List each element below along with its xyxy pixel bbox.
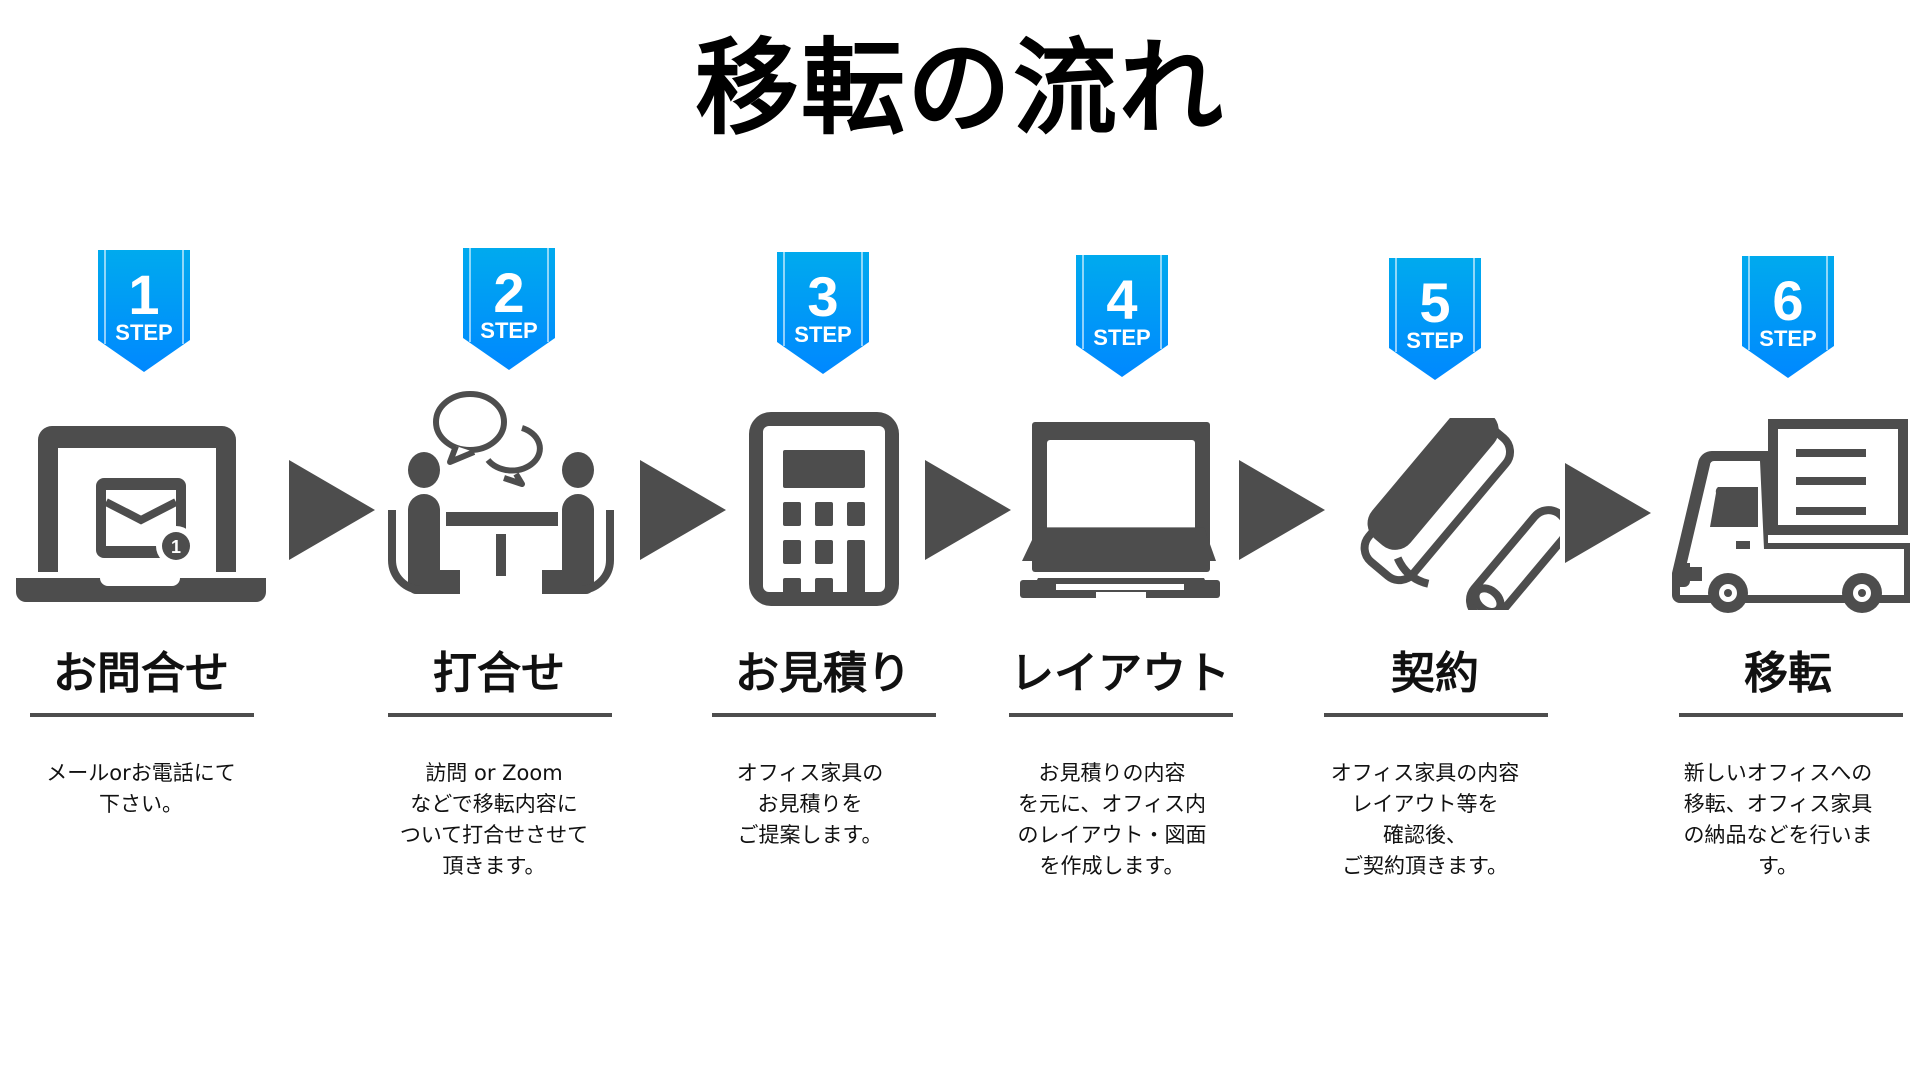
meeting-conversation-icon <box>388 390 618 605</box>
description-line: の納品などを行いま <box>1683 823 1873 847</box>
step-number: 1 <box>128 263 159 326</box>
step-label: STEP <box>115 320 172 345</box>
description-line: などで移転内容に <box>410 792 578 816</box>
divider <box>30 713 254 717</box>
step-number: 6 <box>1772 269 1803 332</box>
right-triangle-arrow-icon <box>289 460 375 560</box>
description-line: 移転、オフィス家具 <box>1683 792 1873 816</box>
page-title: 移転の流れ <box>694 27 1225 149</box>
description-line: 新しいオフィスへの <box>1683 761 1873 785</box>
divider <box>388 713 612 717</box>
svg-text:1: 1 <box>171 537 181 557</box>
description-line: 確認後、 <box>1383 823 1467 847</box>
description-line: レイアウト等を <box>1351 792 1499 816</box>
divider <box>712 713 936 717</box>
description-line: ご提案します。 <box>737 823 883 847</box>
description-line: す。 <box>1758 854 1798 878</box>
step-description: オフィス家具のお見積りをご提案します。 <box>660 758 960 851</box>
description-line: 訪問 or Zoom <box>425 761 563 785</box>
right-triangle-arrow-icon <box>925 460 1011 560</box>
step-heading: お見積り <box>735 648 911 699</box>
laptop-mail-notification-icon: 1 <box>16 418 266 602</box>
right-triangle-arrow-icon <box>1239 460 1325 560</box>
step-number: 2 <box>493 261 524 324</box>
step-heading: 移転 <box>1744 648 1832 699</box>
step-description: メールorお電話にて下さい。 <box>0 758 291 820</box>
step-heading: レイアウト <box>1010 648 1230 699</box>
description-line: のレイアウト・図面 <box>1017 823 1207 847</box>
description-line: ついて打合せさせて <box>399 823 589 847</box>
step-label: STEP <box>480 318 537 343</box>
description-line: お見積りを <box>757 792 863 816</box>
description-line: メールorお電話にて <box>46 761 236 785</box>
delivery-truck-icon <box>1668 415 1913 615</box>
step-label: STEP <box>1759 326 1816 351</box>
description-line: を元に、オフィス内 <box>1018 792 1206 816</box>
step-label: STEP <box>794 322 851 347</box>
divider <box>1324 713 1548 717</box>
calculator-icon <box>745 408 903 610</box>
step-label: STEP <box>1093 325 1150 350</box>
right-triangle-arrow-icon <box>1565 463 1651 563</box>
description-line: 下さい。 <box>99 792 183 816</box>
step-heading: お問合せ <box>53 648 229 699</box>
description-line: ご契約頂きます。 <box>1342 854 1508 878</box>
description-line: 頂きます。 <box>442 854 546 878</box>
divider <box>1679 713 1903 717</box>
step-number: 5 <box>1419 271 1450 334</box>
step-heading: 打合せ <box>433 648 565 699</box>
step-description: 新しいオフィスへの移転、オフィス家具の納品などを行います。 <box>1628 758 1920 882</box>
description-line: お見積りの内容 <box>1038 761 1186 785</box>
divider <box>1009 713 1233 717</box>
step-description: オフィス家具の内容レイアウト等を確認後、ご契約頂きます。 <box>1275 758 1575 882</box>
description-line: オフィス家具の内容 <box>1330 761 1520 785</box>
step-description: お見積りの内容を元に、オフィス内のレイアウト・図面を作成します。 <box>962 758 1262 882</box>
step-heading: 契約 <box>1391 648 1479 699</box>
step-number: 3 <box>807 265 838 328</box>
step-number: 4 <box>1106 268 1137 331</box>
description-line: オフィス家具の <box>736 761 884 785</box>
description-line: を作成します。 <box>1039 854 1185 878</box>
step-label: STEP <box>1406 328 1463 353</box>
laptop-icon <box>1020 420 1220 598</box>
right-triangle-arrow-icon <box>640 460 726 560</box>
contract-pen-icon <box>1345 418 1560 610</box>
step-description: 訪問 or Zoom などで移転内容について打合せさせて頂きます。 <box>344 758 644 882</box>
